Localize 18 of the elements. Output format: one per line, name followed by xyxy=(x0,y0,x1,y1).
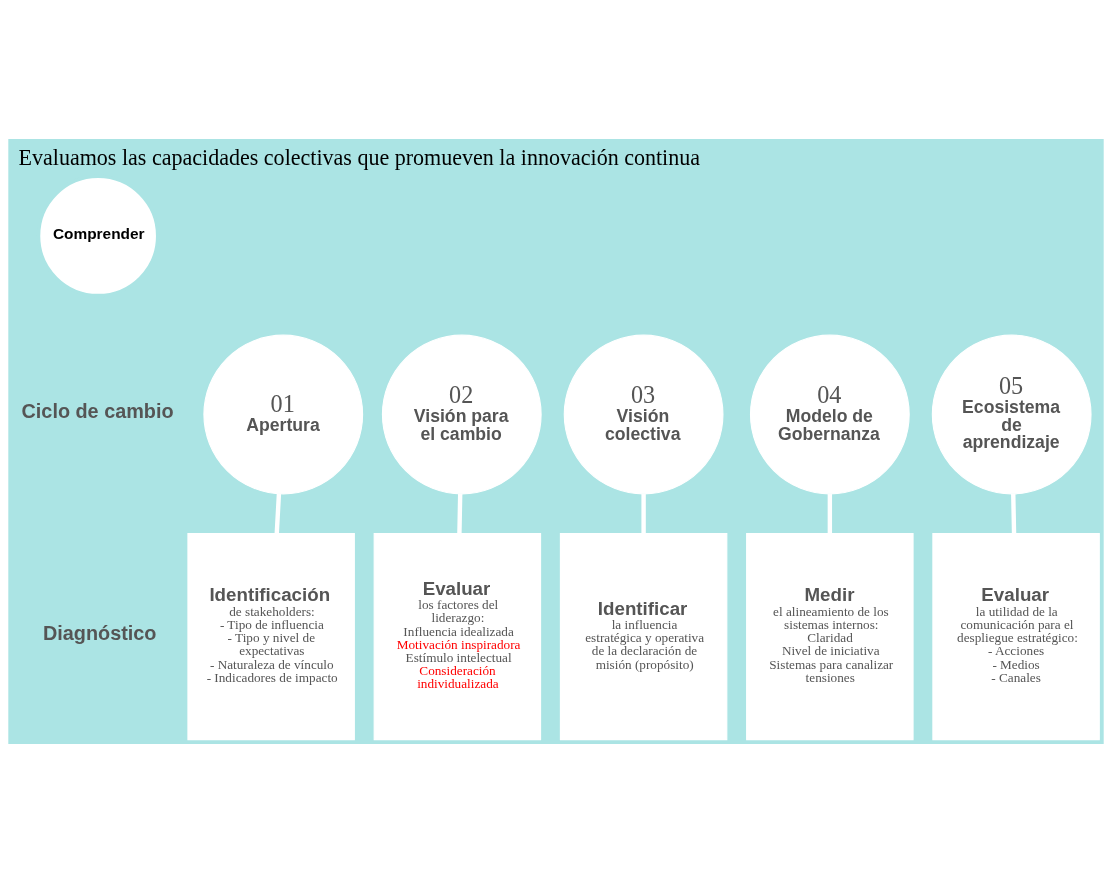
node-box: Identificación de stakeholders: - Tipo de influencia - Tipo y nivel de expectativas - Naturaleza de vínculo - Indicadores de impacto xyxy=(187,532,355,741)
node-circle: 03 Visión colectiva xyxy=(563,334,724,495)
connector xyxy=(1011,494,1017,534)
node-box: Evaluar la utilidad de la comunicación para el despliegue estratégico: - Acciones - Medios - Canales xyxy=(932,532,1100,741)
node-box: Medir el alineamiento de los sistemas internos: Claridad Nivel de iniciativa Sistemas para canalizar tensiones xyxy=(746,532,914,741)
node-circle: 02 Visión para el cambio xyxy=(381,334,542,495)
node-circle: 04 Modelo de Gobernanza xyxy=(749,334,910,495)
connector xyxy=(827,494,833,534)
connector xyxy=(274,493,282,534)
node-circle: 05 Ecosistema de aprendizaje xyxy=(931,334,1092,495)
diagram-title: Evaluamos las capacidades colectivas que promueven la innovación continua xyxy=(18,145,701,171)
node-box: Evaluar los factores del liderazgo: Influencia idealizada Motivación inspiradora Estímulo intelectual Consideración individualizada xyxy=(373,532,542,741)
label: Ciclo de cambio xyxy=(21,400,174,423)
connector xyxy=(457,494,463,534)
node-box: Identificar la influencia estratégica y operativa de la declaración de misión (propósito) xyxy=(559,532,728,741)
node-circle: 01 Apertura xyxy=(203,334,364,495)
connector xyxy=(641,494,646,534)
label: Diagnóstico xyxy=(43,622,157,645)
